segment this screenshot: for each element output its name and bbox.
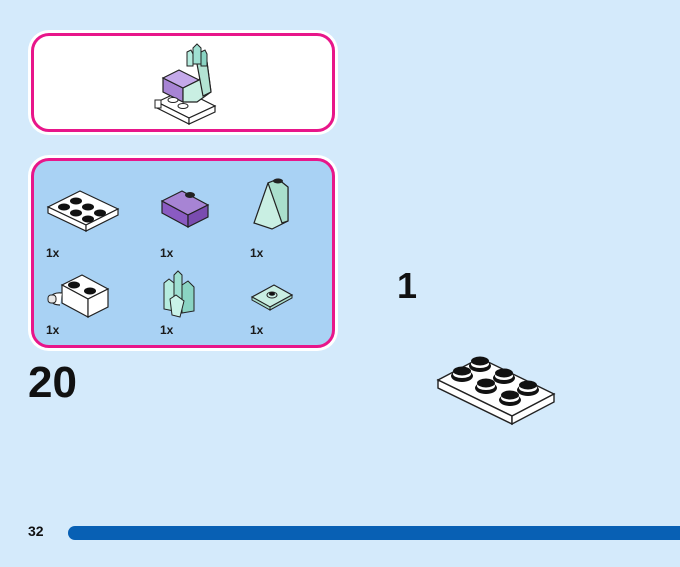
page-progress-bar: [68, 526, 680, 540]
part-quantity: 1x: [160, 323, 174, 337]
page-number: 32: [28, 523, 44, 539]
part-image-brick-clip: [47, 274, 110, 319]
submodel-preview-image: [154, 43, 217, 125]
part-image-tile-jumper: [250, 284, 294, 311]
part-quantity: 1x: [250, 246, 264, 260]
parts-list-callout: 1x 1x 1x 1x 1x 1x: [31, 158, 335, 348]
submodel-number: 20: [28, 358, 77, 407]
part-image-plate-white: [46, 190, 120, 232]
submodel-preview-callout: [31, 33, 335, 132]
part-image-slope-lavender: [160, 190, 210, 229]
part-image-crystal: [163, 270, 195, 318]
step-assembly-image: [436, 356, 556, 426]
part-image-slope-mint: [253, 178, 289, 230]
step-number: 1: [397, 265, 418, 306]
part-quantity: 1x: [46, 246, 60, 260]
part-quantity: 1x: [250, 323, 264, 337]
part-quantity: 1x: [46, 323, 60, 337]
part-quantity: 1x: [160, 246, 174, 260]
